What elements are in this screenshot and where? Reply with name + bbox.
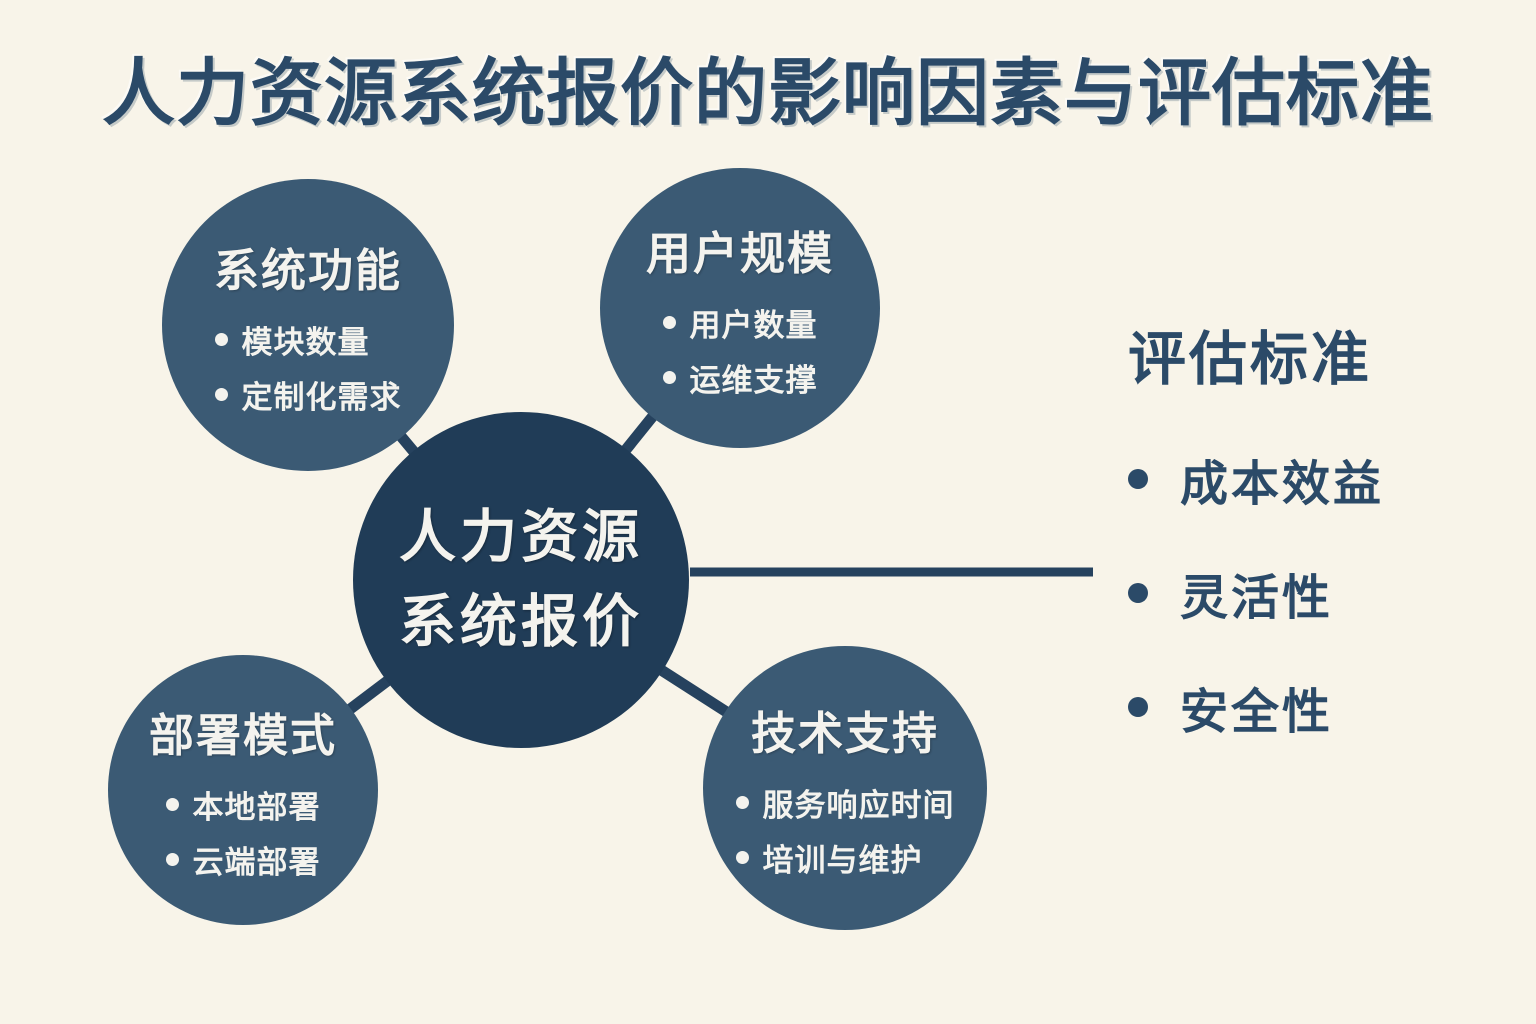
bullet-dot-icon bbox=[662, 315, 676, 329]
node-bullet-list: 用户数量 运维支撑 bbox=[662, 300, 818, 400]
list-item: 本地部署 bbox=[165, 782, 321, 827]
node-tech-support: 技术支持 服务响应时间 培训与维护 bbox=[703, 646, 987, 930]
bullet-label: 运维支撑 bbox=[689, 362, 818, 398]
bullet-dot-icon bbox=[214, 387, 228, 401]
bullet-dot-icon bbox=[165, 852, 179, 866]
list-item: 成本效益 bbox=[1128, 444, 1384, 514]
node-system-features: 系统功能 模块数量 定制化需求 bbox=[162, 179, 454, 471]
bullet-dot-icon bbox=[735, 850, 749, 864]
node-heading: 部署模式 bbox=[148, 709, 337, 761]
bullet-dot-icon bbox=[1128, 697, 1148, 717]
bullet-label: 定制化需求 bbox=[241, 379, 402, 415]
bullet-label: 模块数量 bbox=[241, 324, 370, 360]
list-item: 用户数量 bbox=[662, 300, 818, 345]
evaluation-criteria-panel: 评估标准 成本效益 灵活性 安全性 bbox=[1128, 312, 1384, 742]
list-item: 云端部署 bbox=[165, 837, 321, 882]
node-bullet-list: 服务响应时间 培训与维护 bbox=[735, 780, 955, 880]
bullet-dot-icon bbox=[165, 797, 179, 811]
center-label-line1: 人力资源 bbox=[399, 504, 643, 569]
list-item: 模块数量 bbox=[214, 317, 370, 362]
node-deployment-mode: 部署模式 本地部署 云端部署 bbox=[108, 655, 378, 925]
bullet-dot-icon bbox=[735, 795, 749, 809]
node-bullet-list: 模块数量 定制化需求 bbox=[214, 317, 402, 417]
bullet-dot-icon bbox=[662, 370, 676, 384]
node-heading: 用户规模 bbox=[645, 227, 834, 279]
page-title: 人力资源系统报价的影响因素与评估标准 bbox=[102, 53, 1434, 134]
evaluation-item-label: 灵活性 bbox=[1180, 572, 1334, 625]
node-heading: 技术支持 bbox=[750, 707, 939, 759]
bullet-dot-icon bbox=[1128, 583, 1148, 603]
bullet-dot-icon bbox=[1128, 469, 1148, 489]
bullet-dot-icon bbox=[214, 332, 228, 346]
node-bullet-list: 本地部署 云端部署 bbox=[165, 782, 321, 882]
list-item: 培训与维护 bbox=[735, 835, 923, 880]
list-item: 安全性 bbox=[1128, 672, 1384, 742]
evaluation-heading: 评估标准 bbox=[1128, 327, 1373, 392]
list-item: 运维支撑 bbox=[662, 355, 818, 400]
list-item: 定制化需求 bbox=[214, 372, 402, 417]
evaluation-item-label: 成本效益 bbox=[1180, 458, 1385, 511]
center-label-line2: 系统报价 bbox=[399, 590, 643, 654]
evaluation-list: 成本效益 灵活性 安全性 bbox=[1128, 444, 1384, 742]
list-item: 服务响应时间 bbox=[735, 780, 955, 825]
bullet-label: 云端部署 bbox=[192, 844, 321, 880]
evaluation-item-label: 安全性 bbox=[1180, 686, 1334, 739]
node-heading: 系统功能 bbox=[213, 244, 402, 296]
node-user-scale: 用户规模 用户数量 运维支撑 bbox=[600, 168, 880, 448]
bullet-label: 培训与维护 bbox=[762, 842, 923, 878]
bullet-label: 用户数量 bbox=[689, 307, 818, 343]
bullet-label: 服务响应时间 bbox=[762, 787, 955, 823]
bullet-label: 本地部署 bbox=[192, 789, 321, 825]
list-item: 灵活性 bbox=[1128, 558, 1384, 628]
node-center-hr-system-quote: 人力资源 系统报价 bbox=[353, 412, 689, 748]
